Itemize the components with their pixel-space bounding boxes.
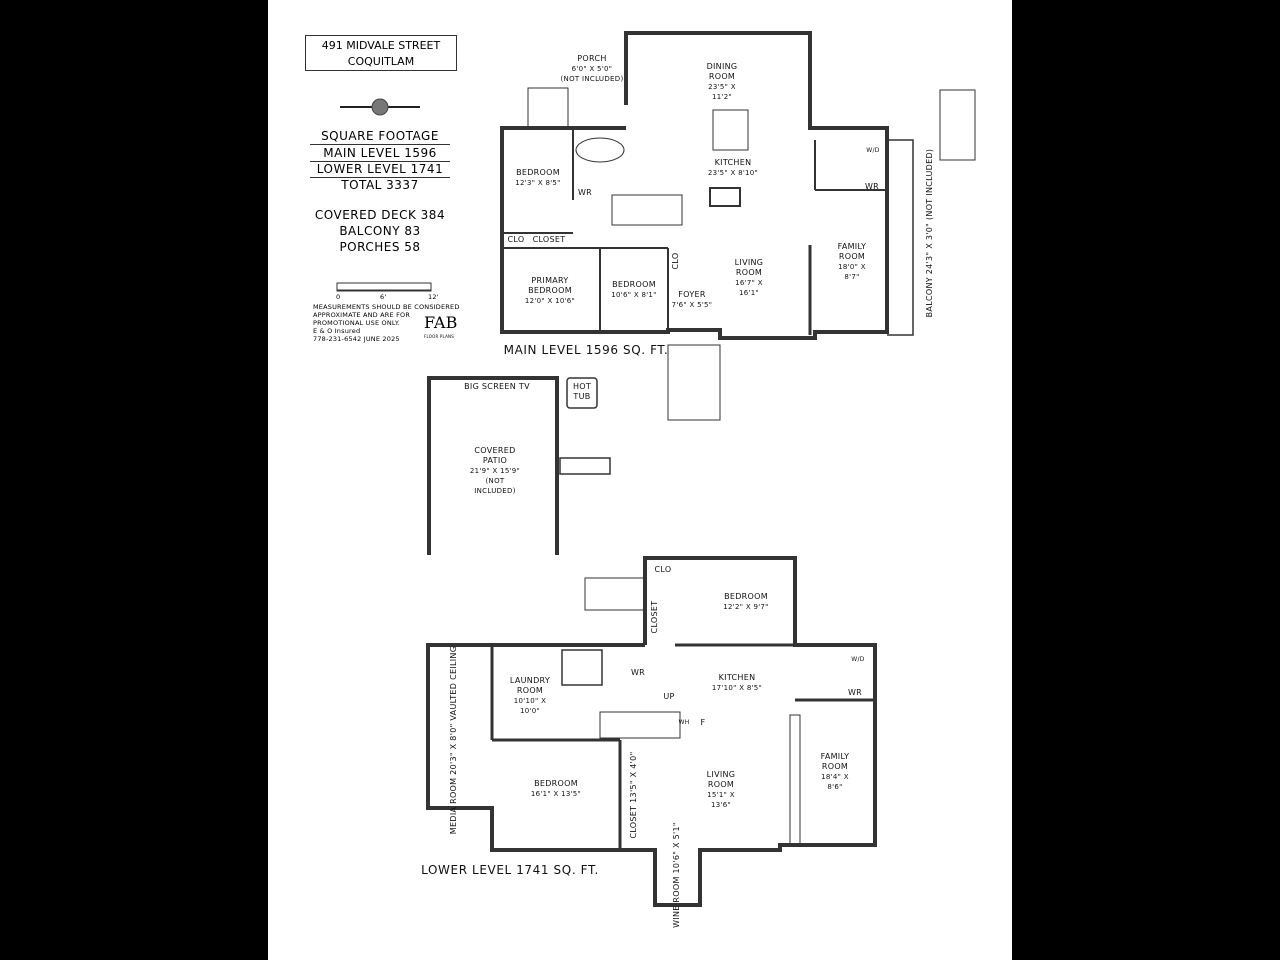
lower-room-closet: CLOSET 13'5" X 4'0" [629, 751, 638, 839]
lower-label-up: UP [663, 692, 675, 701]
main-level-title: MAIN LEVEL 1596 SQ. FT. [503, 343, 669, 357]
disclaimer-line-3: PROMOTIONAL USE ONLY. [313, 319, 400, 327]
lower-level-sqft: LOWER LEVEL 1741 [310, 161, 450, 178]
label-wd: W/D [866, 147, 880, 154]
lower-label-clo: CLO [654, 565, 672, 574]
label-closet: CLOSET [532, 235, 566, 244]
address-city: COQUITLAM [347, 55, 415, 68]
address-street: 491 MIDVALE STREET [321, 39, 441, 52]
scale-tick-12: 12' [428, 293, 439, 301]
scale-tick-6: 6' [380, 293, 387, 301]
lower-label-furnace: F [700, 718, 706, 727]
label-clo-2: CLO [671, 252, 680, 270]
label-wr: WR [577, 188, 593, 197]
hot-tub: HOT TUB [572, 382, 592, 401]
total-sqft: TOTAL 3337 [341, 178, 419, 192]
label-wr-2: WR [864, 182, 880, 191]
lower-room-media: MEDIA ROOM 20'3" X 8'0" VAULTED CEILING [449, 645, 458, 835]
lower-label-wr: WR [630, 668, 646, 677]
lower-level-walls [426, 556, 877, 907]
disclaimer-line-5: 778-231-6542 JUNE 2025 [313, 335, 400, 343]
room-balcony: BALCONY 24'3" X 3'0" (NOT INCLUDED) [925, 148, 934, 318]
lower-level-title: LOWER LEVEL 1741 SQ. FT. [421, 863, 599, 877]
disclaimer-line-4: E & O Insured [313, 327, 361, 335]
lower-label-wd: W/D [851, 656, 865, 663]
covered-deck-sqft: COVERED DECK 384 [314, 208, 446, 222]
address-box: 491 MIDVALE STREET COQUITLAM [305, 35, 457, 71]
balcony-sqft: BALCONY 83 [339, 224, 421, 238]
lower-label-water-heater: WH [678, 719, 690, 726]
disclaimer-line-1: MEASUREMENTS SHOULD BE CONSIDERED [313, 303, 460, 311]
main-level-sqft: MAIN LEVEL 1596 [310, 145, 450, 162]
covered-patio-outline [427, 376, 611, 555]
label-big-screen-tv: BIG SCREEN TV [464, 382, 530, 391]
fab-logo-subtext: FLOOR PLANS [424, 334, 454, 339]
lower-room-wine: WINE ROOM 10'6" X 5'1" [672, 822, 681, 928]
label-clo: CLO [507, 235, 525, 244]
fab-logo: FAB [424, 313, 458, 332]
square-footage-title: SQUARE FOOTAGE [310, 128, 450, 145]
scale-tick-0: 0 [336, 293, 341, 301]
main-level-walls [500, 31, 976, 421]
disclaimer-line-2: APPROXIMATE AND ARE FOR [313, 311, 411, 319]
porches-sqft: PORCHES 58 [339, 240, 421, 254]
scale-bar [336, 282, 432, 292]
north-arrow-icon [340, 98, 420, 116]
lower-label-closet: CLOSET [650, 600, 659, 634]
lower-label-wr-2: WR [847, 688, 863, 697]
